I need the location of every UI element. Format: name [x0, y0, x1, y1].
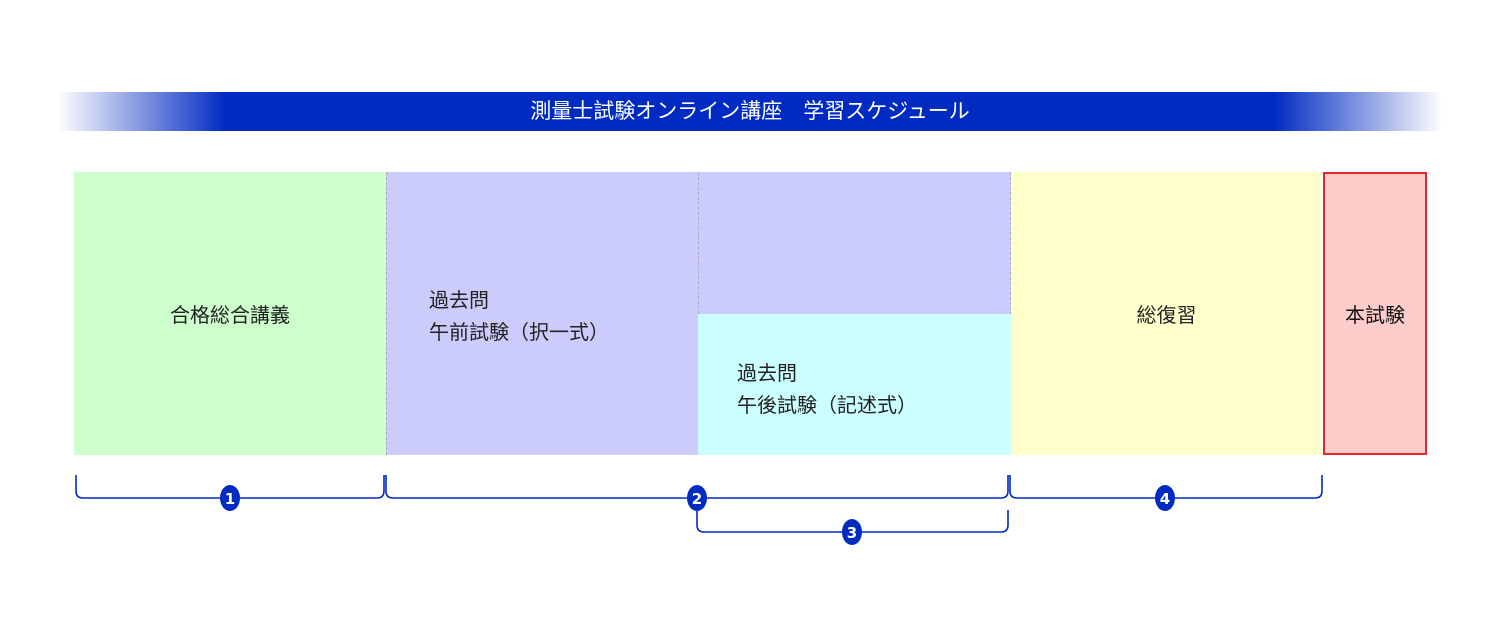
step-1-number: 1: [225, 490, 235, 508]
step-4-number: 4: [1160, 490, 1170, 508]
phase-general-lecture: 合格総合講義: [74, 172, 386, 455]
phase-label: 本試験: [1345, 303, 1405, 327]
step-1-badge: [220, 485, 240, 511]
phase-label: 午後試験（記述式）: [737, 393, 917, 417]
step-4-badge: [1155, 485, 1175, 511]
phase-label: 過去問: [429, 288, 489, 312]
schedule-title-banner: 測量士試験オンライン講座 学習スケジュール: [58, 92, 1442, 131]
phase-label: 過去問: [737, 361, 797, 385]
step-3-badge: [842, 519, 862, 545]
step-2-number: 2: [692, 490, 702, 508]
phase-past-pm: 過去問 午後試験（記述式）: [698, 314, 1011, 455]
phase-review: 総復習: [1011, 172, 1322, 455]
phase-exam: 本試験: [1323, 172, 1427, 455]
step-3-number: 3: [847, 524, 857, 542]
phase-label: 合格総合講義: [170, 303, 290, 327]
step-2-badge: [687, 485, 707, 511]
phase-label: 午前試験（択一式）: [429, 320, 609, 344]
phase-label: 総復習: [1136, 303, 1197, 327]
divider: [698, 172, 699, 314]
